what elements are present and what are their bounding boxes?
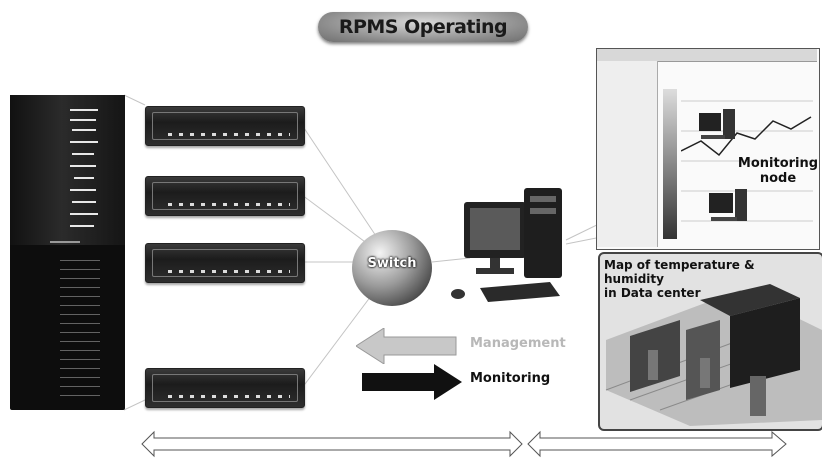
bottom-span-arrows	[141, 430, 787, 458]
monitoring-node-pc-icon	[699, 109, 735, 139]
datacenter-3d-map	[605, 284, 822, 426]
server-unit-3	[145, 243, 305, 283]
monitoring-node-label-line1: Monitoring	[737, 156, 819, 171]
monitoring-node-label-line2: node	[759, 171, 797, 186]
title-badge: RPMS Operating	[318, 12, 528, 42]
monitoring-node-pc-icon-2	[709, 189, 747, 221]
monitoring-arrow-icon	[362, 364, 462, 400]
server-unit-2	[145, 176, 305, 216]
diagram-title: RPMS Operating	[338, 16, 508, 38]
datacenter-map-panel: Map of temperature & humidity in Data ce…	[598, 252, 822, 431]
monitoring-screen	[596, 48, 820, 250]
switch-label: Switch	[367, 256, 417, 271]
server-unit-1	[145, 106, 305, 146]
monitoring-legend-label: Monitoring	[470, 371, 551, 386]
monitoring-node-label: Monitoring node	[736, 156, 820, 186]
rack-lower-slots	[60, 260, 100, 400]
management-legend-label: Management	[470, 336, 566, 351]
map-label-line2: in Data center	[604, 286, 701, 300]
map-label: Map of temperature & humidity in Data ce…	[604, 258, 818, 300]
switch-sphere-icon	[352, 230, 432, 306]
management-arrow-icon	[356, 328, 457, 364]
map-label-line1: Map of temperature & humidity	[604, 258, 755, 286]
server-unit-4	[145, 368, 305, 408]
pc-workstation-icon	[451, 188, 562, 302]
rack-upper-section	[10, 95, 125, 245]
